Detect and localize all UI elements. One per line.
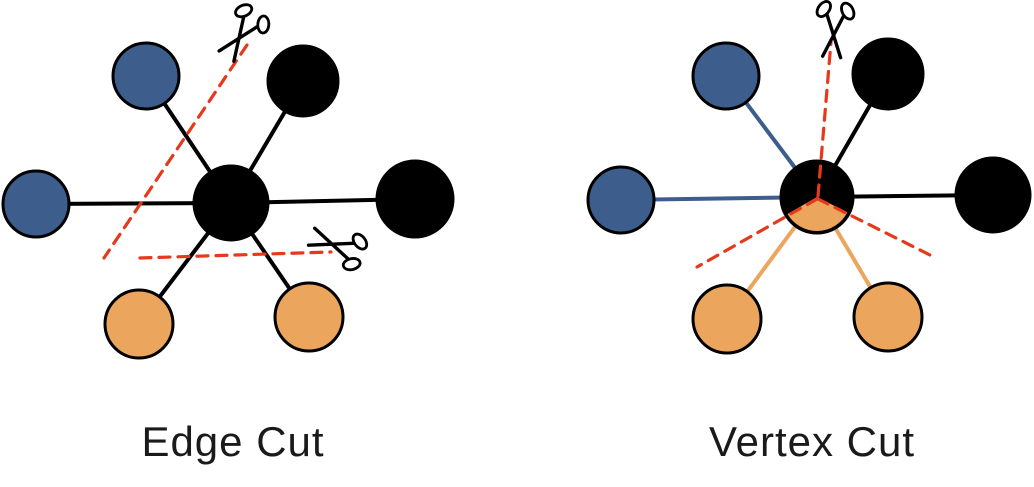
edge-cut-node-top-right [266, 44, 340, 118]
edge-cut-label: Edge Cut [141, 418, 325, 465]
edge-cut-horizontal-cut-line [138, 250, 333, 260]
edge-cut-node-right [375, 159, 455, 239]
edge-cut-node-bottom-right [273, 281, 345, 353]
vertex-cut-node-top-right [851, 37, 925, 111]
edge-cut-node-bottom-left [103, 288, 175, 360]
vertex-cut-node-right [954, 156, 1032, 234]
vertex-cut-node-left [586, 165, 656, 235]
edge-cut-node-center [192, 164, 270, 242]
vertex-cut-node-bottom-right [852, 281, 924, 353]
vertex-cut-diagram [586, 0, 1032, 355]
edge-cut-diagram [1, 3, 455, 360]
edge-cut-diagonal-cut-line [102, 43, 249, 260]
vertex-cut-node-center-split-wedge [787, 197, 848, 232]
vertex-cut-down-left-cut-line [695, 197, 819, 269]
vertex-cut-node-top-left [691, 41, 761, 111]
vertex-cut-node-bottom-left [691, 283, 763, 355]
edge-cut-scissors-icon-1 [306, 226, 369, 272]
vertex-cut-up-cut-line [816, 40, 833, 198]
vertex-cut-down-right-cut-line [816, 197, 936, 259]
edge-cut-scissors-icon-0 [217, 3, 271, 63]
vertex-cut-scissors-icon-0 [815, 0, 856, 60]
edge-cut-node-left [1, 169, 71, 239]
edge-cut-node-top-left [111, 41, 181, 111]
vertex-cut-label: Vertex Cut [708, 418, 916, 465]
